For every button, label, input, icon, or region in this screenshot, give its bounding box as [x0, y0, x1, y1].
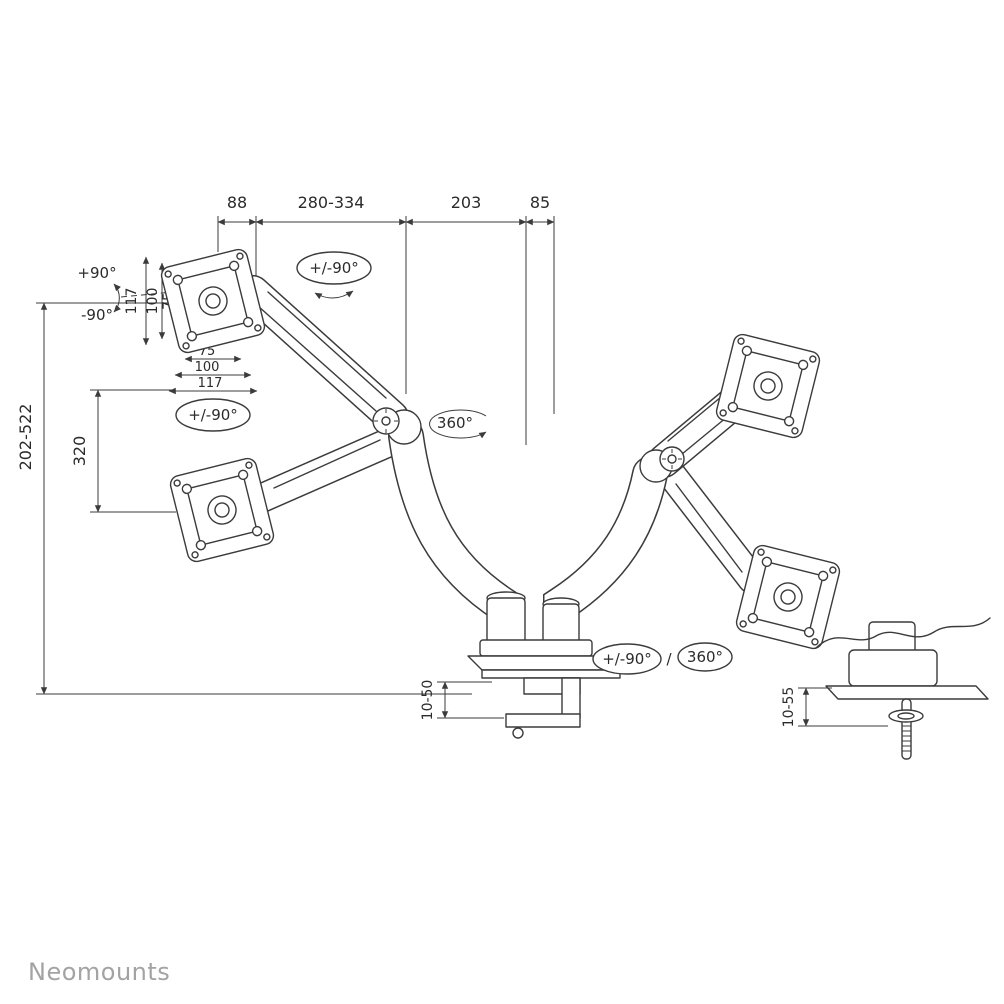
swivel-mid-label: +/-90°: [188, 406, 238, 424]
dim-280-334: 280-334: [298, 193, 365, 212]
swivel-top-annotation: +/-90°: [296, 251, 372, 300]
dim-vesa-horizontal: 75 100 117: [168, 344, 258, 395]
swivel-base-label: +/-90°: [602, 650, 652, 668]
dim-vesa-h-117: 117: [198, 376, 223, 391]
rotate-base-label: 360°: [687, 648, 723, 666]
swivel-base-annotation: +/-90° / 360°: [592, 642, 733, 675]
tilt-annotation: +90° -90°: [77, 264, 205, 324]
dim-vesa-v-117: 117: [124, 288, 140, 315]
dim-vesa-h-100: 100: [195, 360, 220, 375]
tilt-axis-line: [120, 288, 205, 298]
dim-chain-top: 88 280-334 203 85: [217, 193, 555, 445]
clamp-lower-jaw: [505, 713, 581, 728]
detail-desk-plate: [825, 685, 989, 700]
adjust-dial-right: [659, 446, 685, 472]
rotate-mid-label: 360°: [437, 414, 473, 432]
pole-left: [486, 597, 526, 647]
clamp-column: [561, 677, 581, 719]
clamp-screw: [512, 727, 524, 739]
tilt-minus-label: -90°: [81, 306, 113, 324]
dim-320-label: 320: [70, 436, 89, 467]
dim-vesa-v-100: 100: [145, 288, 161, 315]
dim-202-522: 202-522: [16, 404, 35, 471]
swivel-mid-annotation: +/-90°: [175, 398, 251, 432]
dim-clamp-right: 10-55: [781, 687, 888, 728]
desk-clamp: [467, 591, 621, 739]
detail-threaded-rod: [901, 698, 912, 760]
dim-203: 203: [451, 193, 482, 212]
dim-85: 85: [530, 193, 550, 212]
adjust-dial-left: [372, 407, 400, 435]
dim-320: 320: [70, 389, 176, 513]
break-line: [815, 617, 991, 649]
dim-10-50: 10-50: [420, 680, 436, 721]
angle-separator: /: [666, 650, 672, 668]
clamp-detail: [815, 617, 991, 760]
swivel-top-label: +/-90°: [309, 259, 359, 277]
rotate-mid-annotation: 360°: [429, 409, 487, 439]
detail-housing: [848, 649, 938, 687]
brand-logo: Neomounts: [28, 958, 170, 986]
tilt-plus-label: +90°: [77, 264, 116, 282]
detail-washer: [888, 709, 924, 723]
dim-clamp-left: 10-50: [420, 680, 504, 721]
dim-88: 88: [227, 193, 247, 212]
dim-height-range: 202-522: [16, 302, 472, 695]
dim-10-55: 10-55: [781, 687, 797, 728]
